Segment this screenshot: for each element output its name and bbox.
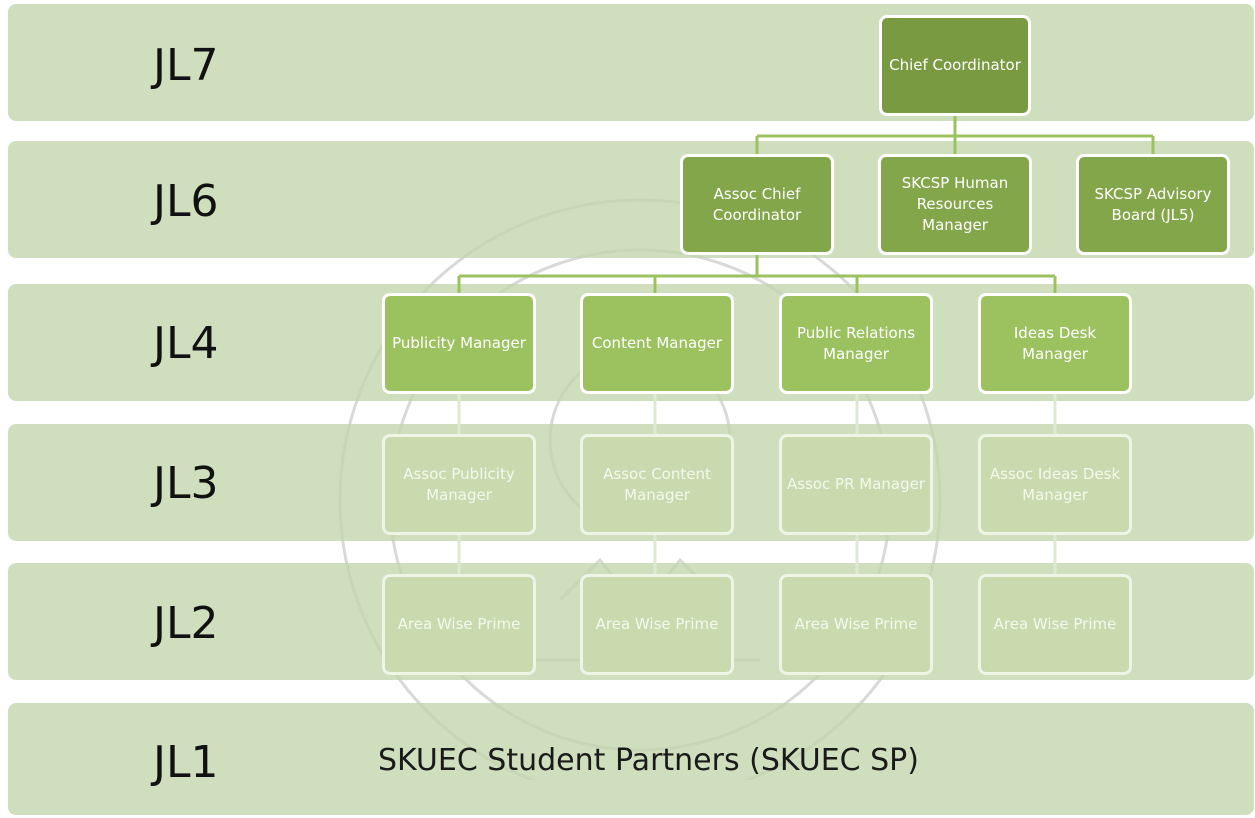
node-content-manager: Content Manager — [580, 293, 734, 394]
node-area-wise-prime-2: Area Wise Prime — [580, 574, 734, 675]
level-label-jl7: JL7 — [153, 40, 219, 91]
node-publicity-manager: Publicity Manager — [382, 293, 536, 394]
band-jl7 — [8, 4, 1254, 121]
level-label-jl2: JL2 — [153, 598, 219, 649]
node-advisory-board: SKCSP Advisory Board (JL5) — [1076, 154, 1230, 255]
band-jl6 — [8, 141, 1254, 258]
node-ideas-desk-manager: Ideas Desk Manager — [978, 293, 1132, 394]
node-area-wise-prime-3: Area Wise Prime — [779, 574, 933, 675]
level-label-jl4: JL4 — [153, 318, 219, 369]
band-jl1 — [8, 703, 1254, 815]
node-assoc-ideas-desk-manager: Assoc Ideas Desk Manager — [978, 434, 1132, 535]
node-hr-manager: SKCSP Human Resources Manager — [878, 154, 1032, 255]
node-assoc-publicity-manager: Assoc Publicity Manager — [382, 434, 536, 535]
node-assoc-pr-manager: Assoc PR Manager — [779, 434, 933, 535]
node-area-wise-prime-4: Area Wise Prime — [978, 574, 1132, 675]
node-assoc-chief-coordinator: Assoc Chief Coordinator — [680, 154, 834, 255]
node-public-relations-manager: Public Relations Manager — [779, 293, 933, 394]
node-area-wise-prime-1: Area Wise Prime — [382, 574, 536, 675]
level-label-jl1: JL1 — [153, 737, 219, 788]
node-assoc-content-manager: Assoc Content Manager — [580, 434, 734, 535]
level-label-jl3: JL3 — [153, 458, 219, 509]
level-label-jl6: JL6 — [153, 176, 219, 227]
student-partners-label: SKUEC Student Partners (SKUEC SP) — [378, 743, 919, 778]
node-chief-coordinator: Chief Coordinator — [879, 15, 1031, 116]
